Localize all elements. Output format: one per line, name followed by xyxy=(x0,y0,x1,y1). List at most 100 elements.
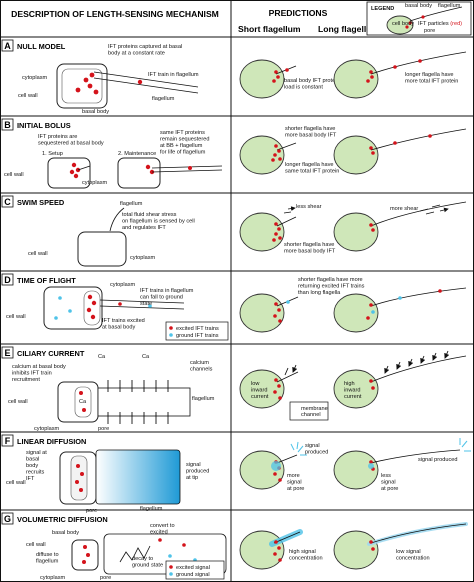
row-letter-c: C xyxy=(4,197,11,207)
row-a-flagellum: flagellum xyxy=(152,96,175,102)
short-flagellum-header: Short flagellum xyxy=(238,24,301,34)
row-c-long-shear: more shear xyxy=(390,206,418,212)
legend-cell-body xyxy=(386,15,414,35)
legend-ift: IFT particles (red) xyxy=(418,21,462,27)
row-b-short-cell xyxy=(239,135,285,175)
row-e-pore: pore xyxy=(98,426,109,432)
row-f-flagellum-gradient xyxy=(95,449,181,505)
row-b-maintenance: 2. Maintenance xyxy=(118,151,156,157)
row-b-setup: 1. Setup xyxy=(42,151,63,157)
row-g-cell xyxy=(71,539,99,571)
row-title-e: CILIARY CURRENT xyxy=(17,349,85,358)
row-e-channel-key xyxy=(289,401,329,421)
row-d-key-excited: excited IFT trains xyxy=(176,326,219,332)
row-c-cell-wall: cell wall xyxy=(28,251,48,257)
row-a-train: IFT train in flagellum xyxy=(148,72,199,78)
row-g-short-cell xyxy=(239,530,285,570)
row-f-pore: pore xyxy=(86,508,97,514)
row-a-short-cell xyxy=(239,59,285,99)
row-g-cell-wall: cell wall xyxy=(26,542,46,548)
row-c-long-cell xyxy=(333,212,379,252)
row-g-key-excited: excited signal xyxy=(176,565,210,571)
row-f-long-cell xyxy=(333,450,379,490)
row-e-cytoplasm: cytoplasm xyxy=(34,426,60,432)
row-c-short-cell xyxy=(239,212,285,252)
row-letter-f: F xyxy=(5,436,11,446)
row-letter-e: E xyxy=(4,348,10,358)
row-g-pore: pore xyxy=(100,575,111,581)
row-g-basal-body: basal body xyxy=(52,530,79,536)
row-b-cytoplasm: cytoplasm xyxy=(82,180,108,186)
row-e-ca-1: Ca xyxy=(98,354,106,360)
row-f-short-cell xyxy=(239,450,285,490)
row-c-flagellum: flagellum xyxy=(120,201,143,207)
row-f-long-tip: signal produced xyxy=(418,457,458,463)
legend-pore: pore xyxy=(424,28,435,34)
row-c-cytoplasm: cytoplasm xyxy=(130,255,156,261)
row-b-long-cell xyxy=(333,135,379,175)
row-c-short-shear: less shear xyxy=(296,204,322,210)
legend-basal-body: basal body xyxy=(405,3,432,9)
predictions-header: PREDICTIONS xyxy=(269,8,328,18)
row-d-key xyxy=(165,321,229,341)
legend: LEGEND basal body flagellum cell body IF… xyxy=(366,1,472,36)
row-e-long-cell xyxy=(333,369,379,409)
long-flagellum-header: Long flagellum xyxy=(318,24,379,34)
row-title-d: TIME OF FLIGHT xyxy=(17,276,76,285)
row-dividers xyxy=(0,36,474,511)
row-d: D TIME OF FLIGHT cytoplasm IFT trains in… xyxy=(1,273,467,341)
row-letter-b: B xyxy=(4,120,11,130)
row-title-f: LINEAR DIFFUSION xyxy=(17,437,86,446)
row-e-ca-2: Ca xyxy=(142,354,150,360)
legend-cell-body-label: cell body xyxy=(392,21,414,27)
row-c: C SWIM SPEED flagellum total fluid shear… xyxy=(1,195,467,267)
row-a: A NULL MODEL IFT proteins captured at ba… xyxy=(1,39,467,115)
row-d-long-cell xyxy=(333,293,379,333)
left-column-header: DESCRIPTION OF LENGTH-SENSING MECHANISM xyxy=(11,9,219,19)
row-title-c: SWIM SPEED xyxy=(17,198,65,207)
row-d-short-cell xyxy=(239,293,285,333)
row-a-basal-body: basal body xyxy=(82,109,109,115)
row-title-a: NULL MODEL xyxy=(17,42,66,51)
row-f-cell-wall: cell wall xyxy=(6,480,26,486)
row-e-short-cell xyxy=(239,369,285,409)
row-a-long-cell xyxy=(333,59,379,99)
row-g-key-ground: ground signal xyxy=(176,572,210,578)
row-b-setup-cell xyxy=(47,157,91,189)
row-g-cytoplasm: cytoplasm xyxy=(40,575,66,581)
row-letter-a: A xyxy=(4,41,11,51)
row-a-cytoplasm: cytoplasm xyxy=(22,75,48,81)
row-e-flagellum-tube xyxy=(97,387,191,417)
row-title-g: VOLUMETRIC DIFFUSION xyxy=(17,515,108,524)
row-d-cell-wall: cell wall xyxy=(6,314,26,320)
row-e-cell-wall: cell wall xyxy=(8,399,28,405)
